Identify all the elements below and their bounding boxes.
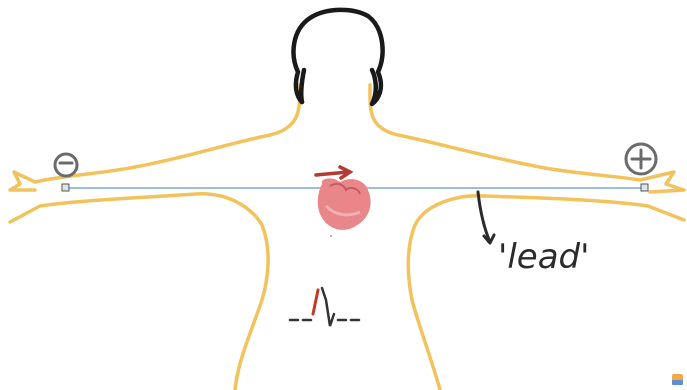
minus-circle-icon (55, 154, 77, 176)
corner-logo (672, 374, 683, 385)
right-electrode-handle[interactable] (641, 184, 648, 191)
lead-annotation: 'lead' (498, 237, 589, 277)
torso-left-outline (10, 85, 300, 390)
heart-icon (318, 178, 371, 237)
plus-circle-icon (626, 144, 656, 174)
arrow-right-icon (316, 167, 350, 178)
hair-strand (301, 70, 304, 102)
ecg-trace (290, 288, 359, 326)
left-electrode-handle[interactable] (62, 184, 69, 191)
